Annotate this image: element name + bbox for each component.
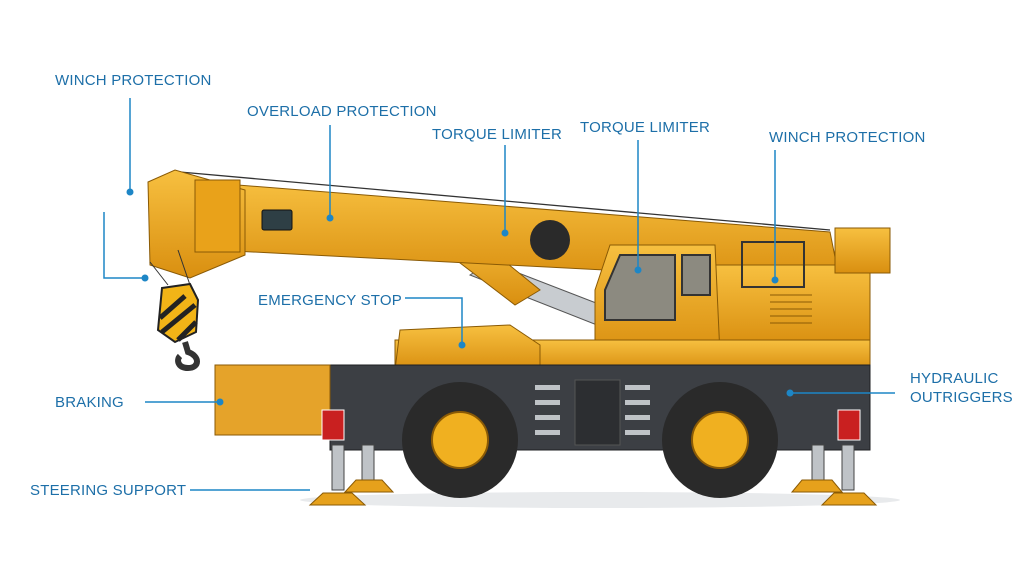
hook-cable — [149, 261, 169, 286]
label-overload-protection: OVERLOAD PROTECTION — [247, 103, 437, 120]
boom-pivot-drum — [530, 220, 570, 260]
boom-sheaves — [194, 179, 241, 253]
warning-panel — [321, 409, 345, 441]
label-braking: BRAKING — [55, 394, 124, 411]
hook-icon — [175, 341, 200, 372]
label-hydraulic-outriggers: HYDRAULIC OUTRIGGERS — [910, 369, 1013, 407]
label-emergency-stop: EMERGENCY STOP — [258, 292, 402, 309]
label-winch-protection-left: WINCH PROTECTION — [55, 72, 212, 89]
hook-cable — [177, 249, 191, 286]
cab-window — [604, 254, 676, 321]
front-steering-assembly — [214, 364, 331, 436]
guard-rail — [741, 241, 805, 288]
cab-window-side — [681, 254, 711, 296]
label-torque-limiter-1: TORQUE LIMITER — [432, 126, 563, 143]
chassis-panel — [574, 379, 621, 446]
label-hydraulic-line1: HYDRAULIC — [910, 370, 999, 387]
upper-house — [699, 264, 871, 346]
label-torque-limiter-2: TORQUE LIMITER — [580, 119, 711, 136]
label-winch-protection-right: WINCH PROTECTION — [769, 129, 926, 146]
engine-hood — [394, 324, 541, 371]
rear-rim — [691, 411, 749, 469]
leader-lines — [103, 98, 895, 491]
front-rim — [431, 411, 489, 469]
counterweight — [834, 227, 891, 274]
leader-dots — [126, 188, 794, 406]
ground-shadow — [300, 492, 900, 508]
label-steering-support: STEERING SUPPORT — [30, 482, 187, 499]
warning-panel — [837, 409, 861, 441]
outriggers — [308, 444, 878, 506]
label-hydraulic-line2: OUTRIGGERS — [910, 389, 1013, 406]
steps — [535, 385, 650, 435]
hook-stripes — [158, 294, 198, 342]
boom-control-panel — [261, 209, 293, 231]
engine-vents — [770, 294, 812, 324]
